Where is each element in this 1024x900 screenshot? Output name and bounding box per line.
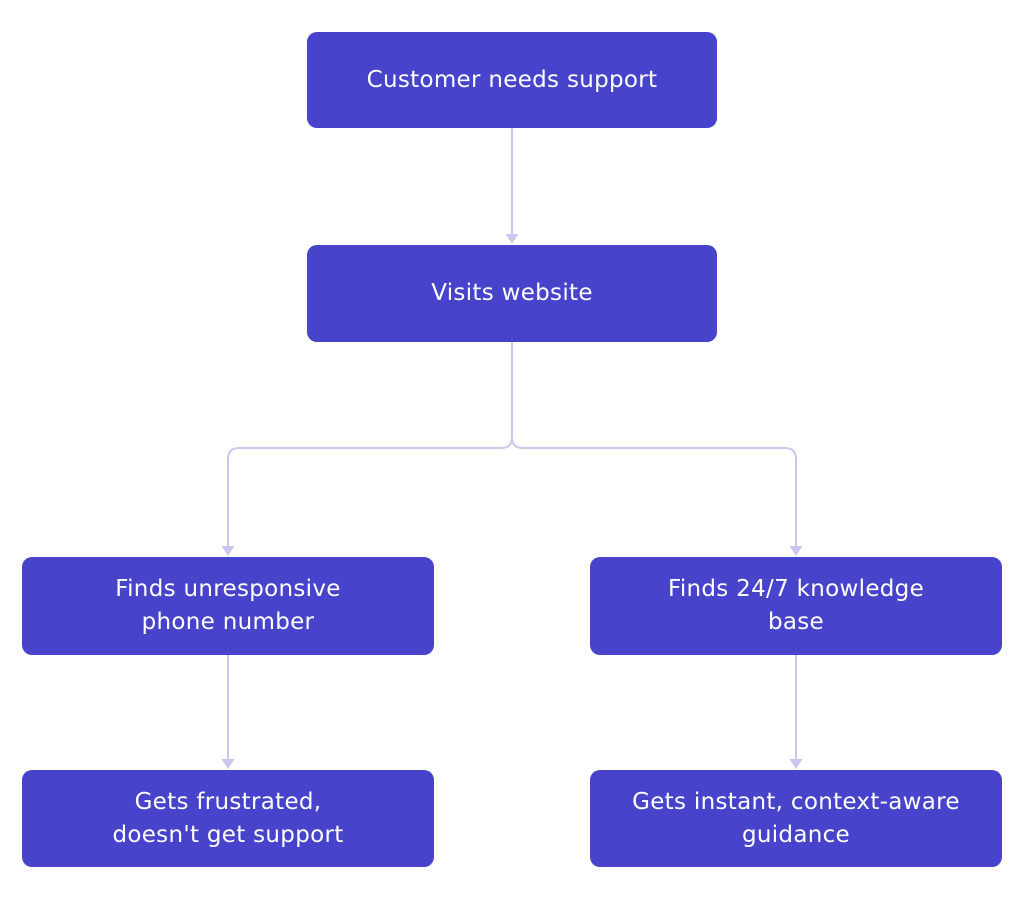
node-visits-website[interactable]: Visits website (307, 245, 717, 342)
arrowhead-down-icon (221, 546, 235, 556)
node-gets-instant-guidance[interactable]: Gets instant, context-aware guidance (590, 770, 1002, 867)
arrowhead-down-icon (221, 759, 235, 769)
arrowhead-down-icon (789, 759, 803, 769)
node-label: Gets frustrated, doesn't get support (112, 788, 344, 848)
node-label: Visits website (431, 280, 593, 306)
arrowhead-down-icon (505, 234, 519, 244)
node-label: Finds 24/7 knowledge base (667, 576, 925, 635)
node-customer-needs-support[interactable]: Customer needs support (307, 32, 717, 128)
connector-visits-to-phone (227, 342, 513, 546)
node-label: Customer needs support (366, 66, 658, 93)
node-gets-frustrated[interactable]: Gets frustrated, doesn't get support (22, 770, 434, 867)
node-label: Finds unresponsive phone number (115, 576, 341, 635)
connector-visits-to-knowledge-base (511, 342, 797, 546)
node-finds-unresponsive-phone[interactable]: Finds unresponsive phone number (22, 557, 434, 655)
arrowhead-down-icon (789, 546, 803, 556)
node-label: Gets instant, context-aware guidance (632, 788, 960, 848)
node-finds-knowledge-base[interactable]: Finds 24/7 knowledge base (590, 557, 1002, 655)
